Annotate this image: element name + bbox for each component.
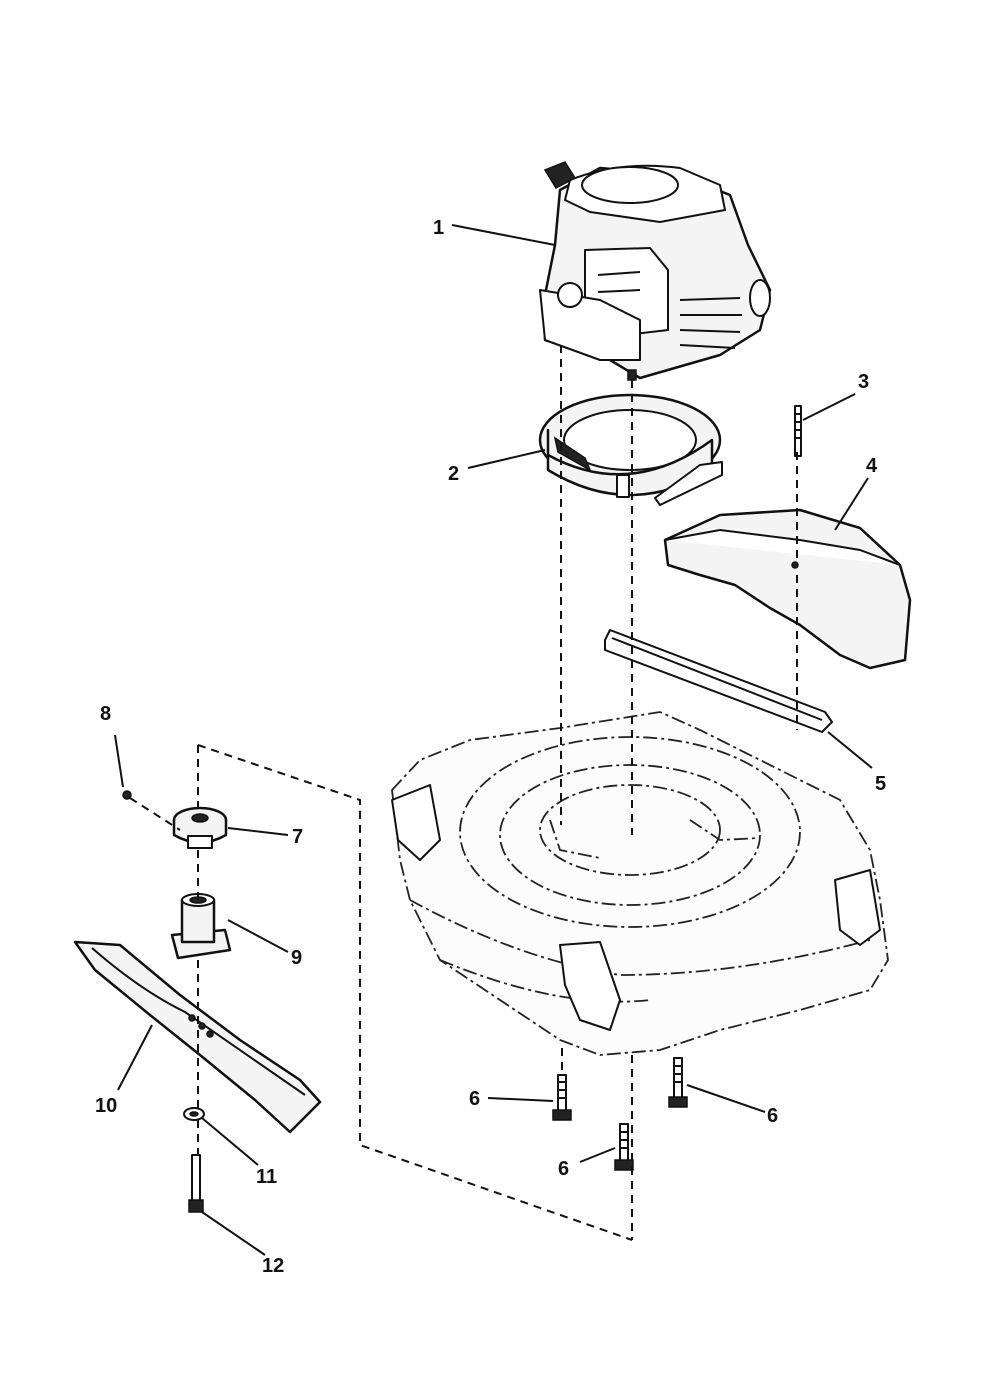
callout-6-right: 6 bbox=[767, 1105, 778, 1127]
bolt-3 bbox=[794, 405, 802, 457]
callout-8: 8 bbox=[100, 703, 111, 725]
callout-9: 9 bbox=[291, 947, 302, 969]
callout-2: 2 bbox=[448, 463, 459, 485]
callout-4: 4 bbox=[866, 455, 878, 477]
callout-labels: 1 2 3 4 5 6 6 6 7 8 9 10 11 12 bbox=[95, 217, 886, 1277]
blade-bolt-12 bbox=[188, 1154, 204, 1213]
callout-11: 11 bbox=[256, 1166, 277, 1188]
assembly-dashed-lines bbox=[129, 345, 798, 1241]
set-screw-8 bbox=[122, 790, 132, 800]
blower-housing bbox=[538, 393, 723, 506]
callout-6-left: 6 bbox=[469, 1088, 480, 1110]
belt-cover bbox=[663, 508, 912, 670]
mower-deck bbox=[391, 711, 889, 1056]
bolt-6-right bbox=[668, 1057, 688, 1108]
blade-hub bbox=[170, 893, 232, 960]
bolt-6-left bbox=[552, 1074, 572, 1121]
leader-lines bbox=[114, 224, 873, 1256]
callout-5: 5 bbox=[875, 773, 886, 795]
washer-11 bbox=[183, 1107, 205, 1121]
bolt-6-center bbox=[614, 1123, 634, 1171]
callout-7: 7 bbox=[292, 826, 303, 848]
callout-3: 3 bbox=[858, 371, 869, 393]
blade-adapter bbox=[172, 806, 228, 849]
callout-12: 12 bbox=[262, 1255, 284, 1277]
callout-1: 1 bbox=[433, 217, 444, 239]
drive-belt bbox=[604, 629, 833, 733]
callout-6-center: 6 bbox=[558, 1158, 569, 1180]
callout-10: 10 bbox=[95, 1095, 117, 1117]
engine bbox=[539, 161, 772, 381]
